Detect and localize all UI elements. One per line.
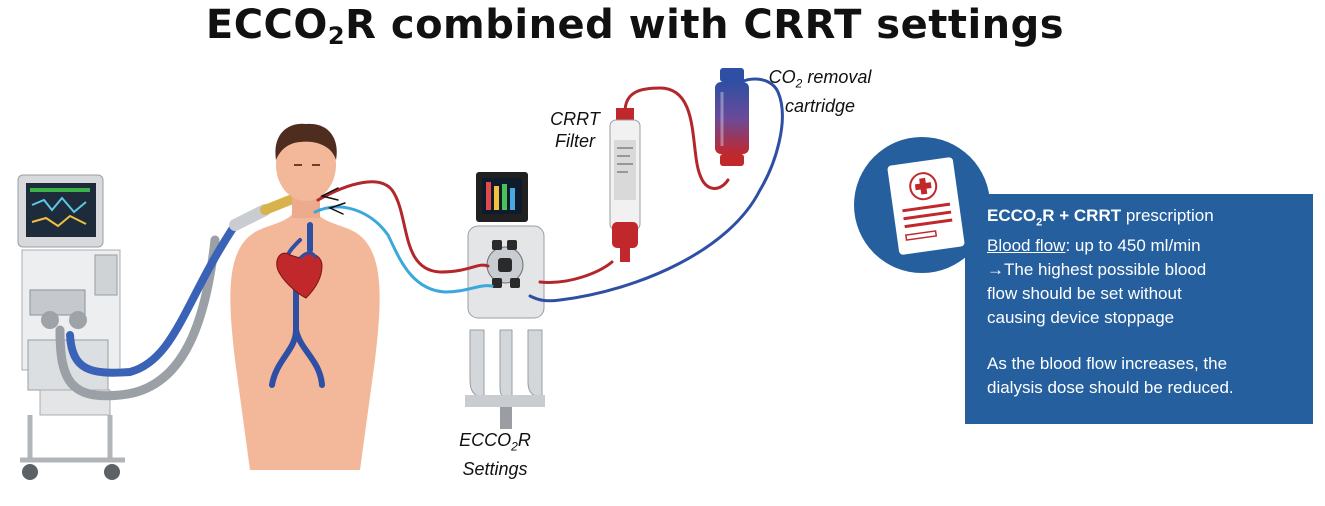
crrt-filter-label: CRRT Filter — [550, 109, 600, 151]
vessel-icon — [269, 222, 325, 388]
note-line: flow should be set without — [987, 284, 1182, 304]
co2-cartridge-label: CO2 removal cartridge — [768, 67, 872, 116]
blood-flow-line: Blood flow: up to 450 ml/min — [987, 236, 1201, 256]
ecco2r-device-icon — [465, 172, 545, 429]
prescription-document-icon — [854, 137, 990, 273]
page-title: ECCO2R combined with CRRT settings — [205, 2, 1065, 50]
patient-icon — [230, 123, 380, 470]
prescription-heading: ECCO2R + CRRT prescription — [987, 206, 1214, 229]
blood-circuit — [313, 77, 784, 303]
prescription-panel: ECCO2R + CRRT prescription Blood flow: u… — [965, 194, 1313, 424]
co2-cartridge-icon — [715, 68, 749, 166]
note-line: →The highest possible blood — [987, 260, 1207, 280]
footer-line: dialysis dose should be reduced. — [987, 378, 1234, 398]
footer-line: As the blood flow increases, the — [987, 354, 1228, 374]
crrt-filter-icon — [609, 108, 641, 262]
ecco2r-settings-label: ECCO2R Settings — [459, 430, 531, 479]
ventilator-icon — [17, 174, 125, 480]
ventilator-tubing — [55, 195, 295, 401]
heart-icon — [276, 251, 323, 299]
note-line: causing device stoppage — [987, 308, 1175, 328]
